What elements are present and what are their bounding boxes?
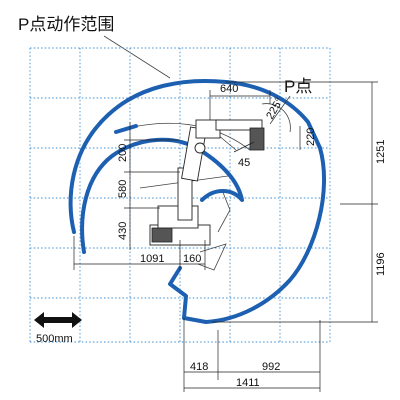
- robot-joint: [194, 142, 206, 154]
- diagram-title: P点动作范围: [18, 15, 114, 34]
- dim-160: 160: [183, 253, 201, 265]
- dim-418: 418: [190, 361, 208, 373]
- scale-label: 500mm: [36, 333, 73, 345]
- title-leader-line: [103, 35, 171, 79]
- dim-1411: 1411: [236, 377, 260, 389]
- dim-220: 220: [305, 128, 317, 146]
- robot-base-motor: [151, 227, 173, 243]
- dim-430: 430: [117, 222, 129, 240]
- dim-640: 640: [220, 83, 238, 95]
- angle-arc: [261, 103, 291, 133]
- dim-580: 580: [117, 180, 129, 198]
- double-arrow-icon: [34, 312, 82, 328]
- dim-992: 992: [262, 361, 280, 373]
- p-point-label: P点: [284, 77, 312, 96]
- p-point-leader-line: [269, 95, 291, 125]
- robot-wrist: [249, 127, 265, 151]
- dim-1091: 1091: [140, 253, 164, 265]
- operating-envelope: [68, 78, 327, 324]
- robot-forearm: [215, 119, 263, 131]
- dim-45: 45: [238, 157, 250, 169]
- dim-200: 200: [117, 144, 129, 162]
- dim-line-45: [233, 141, 255, 153]
- dim-1196: 1196: [375, 252, 387, 276]
- dim-1251: 1251: [375, 140, 387, 164]
- scale-bar: 500mm: [34, 312, 82, 345]
